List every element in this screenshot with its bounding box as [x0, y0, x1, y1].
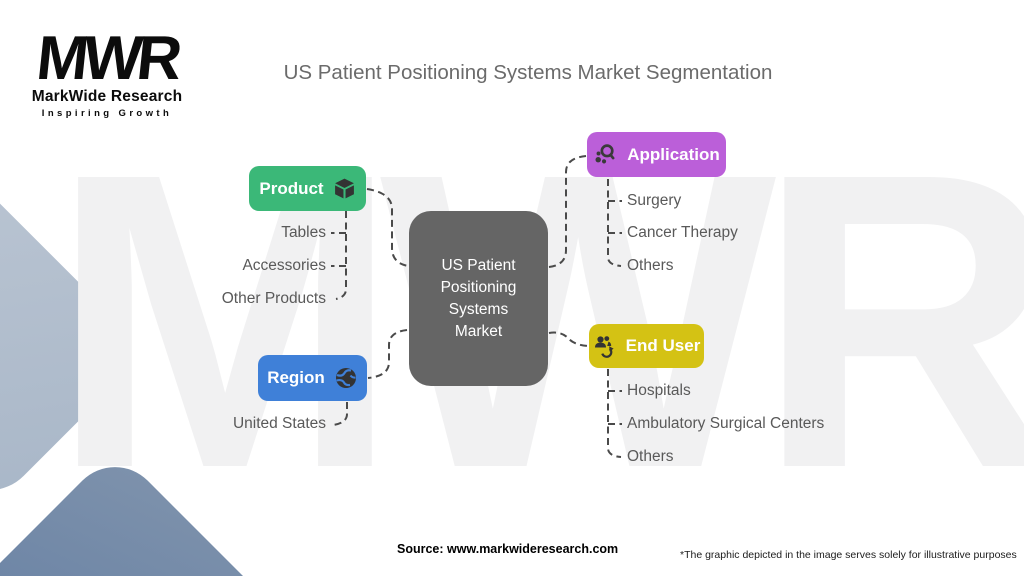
item-cancer-therapy: Cancer Therapy	[627, 224, 738, 241]
center-node-line: Market	[454, 322, 503, 340]
item-other-products: Other Products	[221, 290, 326, 307]
markwide-logo: MWR MarkWide Research Inspiring Growth	[28, 24, 186, 120]
item-united-states: United States	[232, 415, 326, 432]
cube-icon	[334, 178, 354, 199]
item-application-others: Others	[627, 257, 674, 274]
item-tables: Tables	[281, 224, 326, 241]
badge-product: Product	[249, 166, 366, 211]
logo-name: MarkWide Research	[31, 88, 183, 106]
badge-application: Application	[587, 132, 726, 177]
logo-acronym: MWR	[33, 24, 181, 93]
badge-region: Region	[258, 355, 367, 401]
badge-application-label: Application	[627, 144, 720, 164]
source-text: Source: www.markwideresearch.com	[397, 542, 619, 556]
item-accessories: Accessories	[242, 257, 326, 274]
item-ambulatory-surgical-centers: Ambulatory Surgical Centers	[627, 415, 825, 432]
badge-end-user: End User	[589, 324, 704, 368]
users-refresh-icon	[594, 336, 614, 358]
item-end-user-others: Others	[627, 448, 674, 465]
globe-icon	[335, 368, 356, 388]
center-node: US Patient Positioning Systems Market	[409, 211, 548, 386]
badge-product-label: Product	[259, 178, 324, 198]
magnifier-molecules-icon	[595, 144, 615, 164]
disclaimer-text: *The graphic depicted in the image serve…	[680, 549, 1017, 561]
logo-tagline: Inspiring Growth	[41, 108, 173, 120]
center-node-line: US Patient	[441, 256, 516, 274]
center-node-line: Systems	[448, 300, 509, 318]
center-node-line: Positioning	[440, 278, 517, 296]
item-surgery: Surgery	[627, 192, 682, 209]
badge-region-label: Region	[267, 368, 325, 387]
badge-end-user-label: End User	[625, 336, 701, 355]
item-hospitals: Hospitals	[627, 382, 691, 399]
page-title: US Patient Positioning Systems Market Se…	[283, 61, 773, 84]
